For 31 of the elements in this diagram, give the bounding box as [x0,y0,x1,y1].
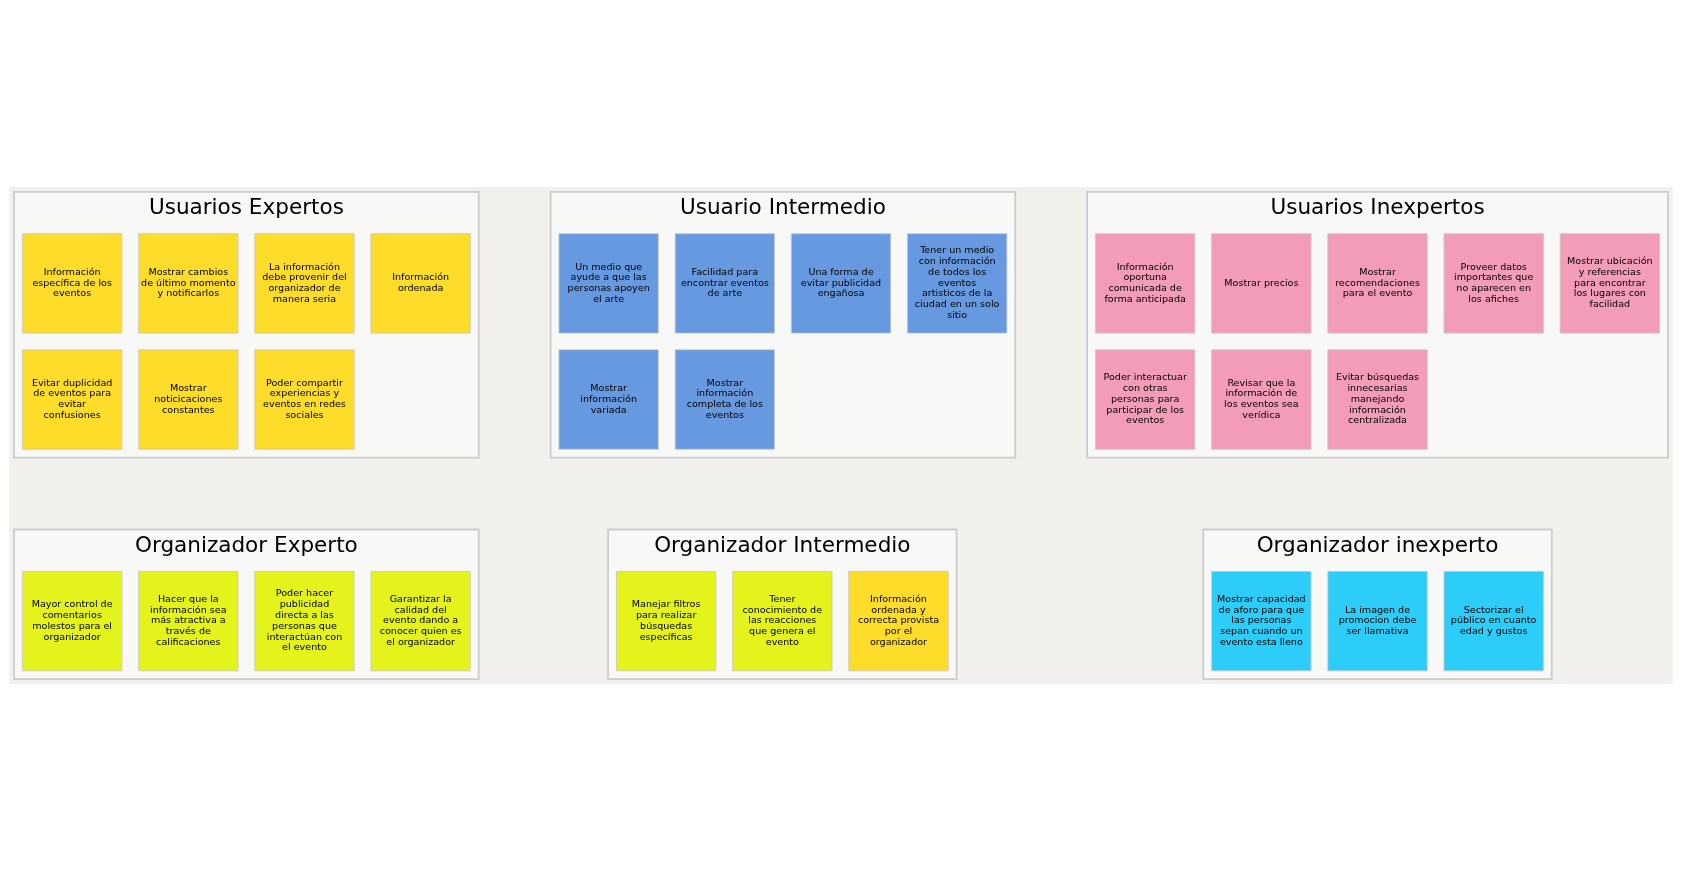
node-box: Hacer que la información sea más atractiva a través de calificaciones [138,570,239,671]
node-box: Evitar búsquedas innecesarias manejando información centralizada [1327,348,1428,450]
node-box: Mostrar noticicaciones constantes [138,348,239,450]
node-box: Información específica de los eventos [22,232,123,334]
node-box: Información oportuna comunicada de forma anticipada [1095,232,1196,334]
node-box: Mayor control de comentarios molestos para el organizador [22,570,123,671]
node-box: Revisar que la información de los eventos sea verídica [1211,348,1312,450]
node-box: Tener conocimiento de las reacciones que genera el evento [732,570,833,671]
node-box: La información debe provenir del organizador de manera seria [254,232,355,334]
node-box: Mostrar información variada [558,348,659,450]
node-box: Manejar filtros para realizar búsquedas específicas [616,570,717,671]
node-box: Mostrar recomendaciones para el evento [1327,232,1428,334]
node-box: Mostrar capacidad de aforo para que las personas sepan cuando un evento esta lleno [1211,570,1312,671]
node-box: Tener un medio con información de todos los eventos artisticos de la ciudad en un solo sitio [907,232,1008,334]
node-box: Poder compartir experiencias y eventos en redes sociales [254,348,355,450]
node-box: Garantizar la calidad del evento dando a conocer quien es el organizador [370,570,471,671]
node-box: Evitar duplicidad de eventos para evitar confusiones [22,348,123,450]
node-box: Información ordenada y correcta provista por el organizador [848,570,949,671]
node-box: Una forma de evitar publicidad engañosa [790,232,892,334]
node-box: Un medio que ayude a que las personas apoyen el arte [558,232,659,334]
node-box: Proveer datos importantes que no aparecen en los afiches [1443,232,1544,334]
node-box: Información ordenada [370,232,471,334]
node-box: La imagen de promocion debe ser llamativa [1327,570,1428,671]
node-box: Mostrar cambios de último momento y notificarlos [138,232,239,334]
node-box: Facilidad para encontrar eventos de arte [674,232,775,334]
node-box: Mostrar información completa de los eventos [674,348,775,450]
node-box: Poder interactuar con otras personas para participar de los eventos [1095,348,1196,450]
node-box: Poder hacer publicidad directa a las personas que interactúan con el evento [254,570,355,671]
node-box: Mostrar ubicación y referencias para encontrar los lugares con facilidad [1559,232,1660,334]
node-box: Mostrar precios [1211,232,1312,334]
node-box: Sectorizar el público en cuanto edad y gustos [1443,570,1544,671]
